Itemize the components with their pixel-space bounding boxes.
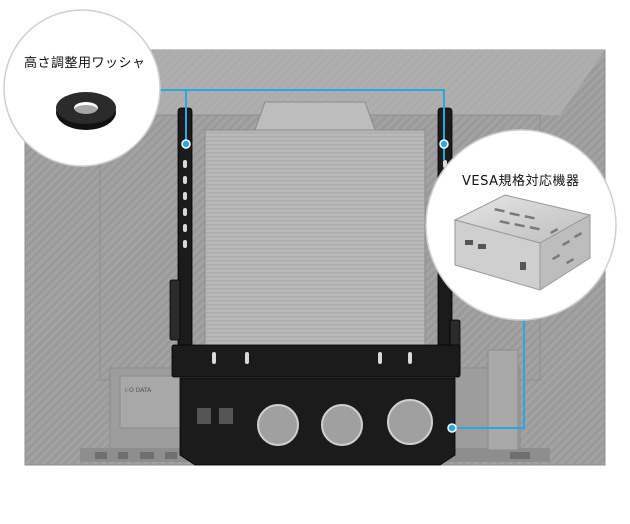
bracket-holes bbox=[183, 160, 447, 446]
monitor-brand: I-O DATA bbox=[125, 387, 152, 394]
washer-icon bbox=[56, 92, 116, 130]
vesa-device-callout bbox=[425, 129, 617, 321]
washer-callout bbox=[3, 9, 161, 167]
washer-label: 高さ調整用ワッシャ bbox=[24, 56, 146, 71]
mini-pc-icon bbox=[453, 194, 592, 291]
connector-lines bbox=[160, 89, 525, 429]
vesa-device-label: VESA規格対応機器 bbox=[462, 174, 580, 189]
connector-dots bbox=[181, 139, 457, 433]
